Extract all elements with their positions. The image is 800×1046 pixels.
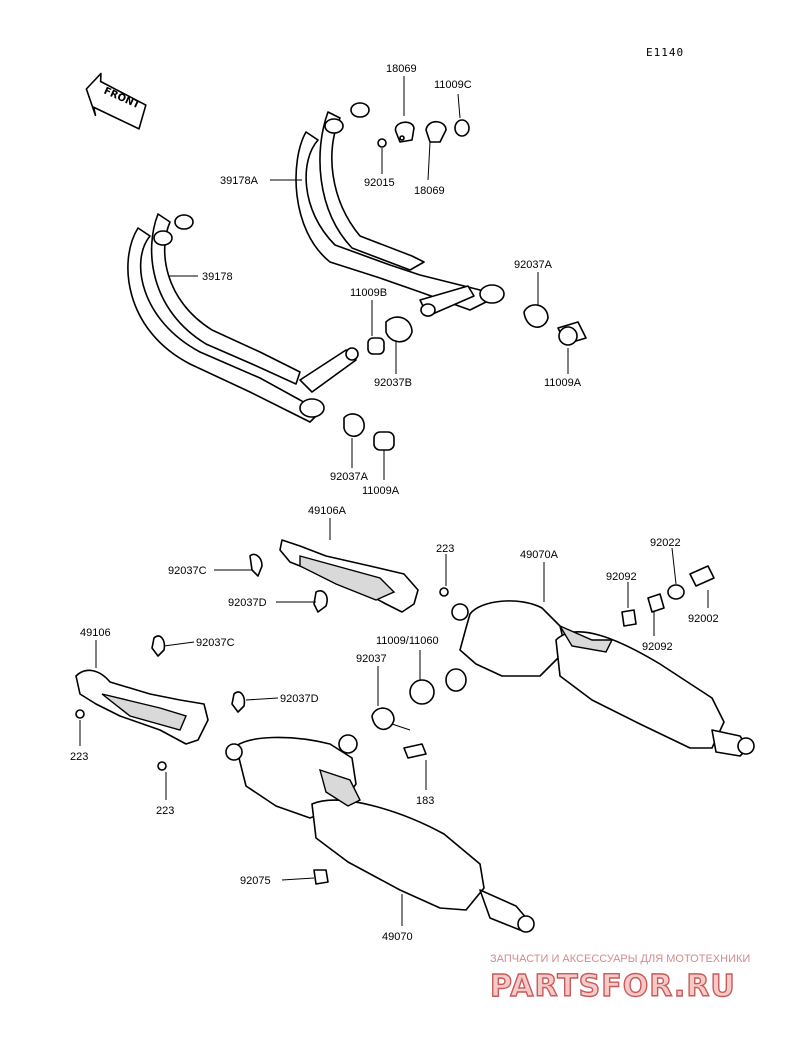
label-92037B: 92037B (374, 377, 412, 389)
clamp-18069-bottom (425, 120, 447, 143)
label-39178A: 39178A (220, 175, 259, 187)
nut-92075 (313, 869, 329, 885)
clip-92037D-bottom (231, 691, 246, 713)
gasket-11009A-left (373, 431, 395, 451)
label-11009A-right: 11009A (544, 377, 582, 389)
nut-92092-top (621, 609, 637, 627)
clamp-92037A-right (523, 304, 549, 328)
gasket-11009-11060 (409, 679, 435, 705)
label-92037A-right: 92037A (514, 259, 553, 271)
header-pipe-39178A (295, 102, 505, 317)
label-92075: 92075 (240, 875, 271, 887)
label-18069-top: 18069 (386, 63, 417, 75)
diagram-code: E1140 (646, 46, 684, 59)
label-92037: 92037 (356, 653, 387, 665)
washer-92022 (667, 584, 685, 600)
clamp-18069-top (394, 121, 415, 143)
label-11009-11060: 11009/11060 (376, 635, 439, 647)
label-39178: 39178 (202, 271, 233, 283)
label-11009A-left: 11009A (362, 485, 400, 497)
gasket-11009B (367, 337, 385, 355)
clip-92037C-bottom (151, 635, 166, 657)
bolt-223-left (75, 709, 85, 719)
nut-92092-bottom (647, 593, 665, 613)
label-223-left: 223 (70, 751, 88, 763)
bolt-92002 (689, 565, 715, 587)
bolt-223-bottom (157, 761, 167, 771)
label-92092-bottom: 92092 (642, 641, 673, 653)
bolt-223-top (439, 587, 449, 597)
clamp-92037A-left (343, 413, 365, 438)
label-49106A: 49106A (308, 505, 347, 517)
label-92037D-bottom: 92037D (280, 693, 319, 705)
watermark-tagline: ЗАПЧАСТИ И АКСЕССУАРЫ ДЛЯ МОТОТЕХНИКИ (490, 953, 750, 965)
bolt-183 (403, 743, 427, 759)
label-11009C: 11009C (434, 79, 472, 91)
label-92037C-bottom: 92037C (196, 637, 235, 649)
leader-lines (79, 76, 709, 926)
header-pipe-39178 (127, 213, 359, 423)
gasket-11009A-right (557, 321, 587, 346)
label-92037D-top: 92037D (228, 597, 267, 609)
clip-92037C-top (249, 553, 263, 577)
label-92037C-top: 92037C (168, 565, 207, 577)
label-92022: 92022 (650, 537, 681, 549)
clamp-92037 (371, 707, 411, 731)
label-92092-top: 92092 (606, 571, 637, 583)
gasket-11009C (454, 119, 470, 137)
label-18069-bottom: 18069 (414, 185, 445, 197)
label-49106: 49106 (80, 627, 111, 639)
clamp-92037B (385, 316, 413, 343)
muffler-49070 (225, 734, 535, 933)
watermark-brand: PARTSFOR.RU (490, 969, 736, 1004)
label-223-top: 223 (436, 543, 454, 555)
muffler-49070A (445, 600, 755, 757)
clip-92037D-top (313, 590, 328, 613)
heat-shield-49106 (75, 669, 209, 745)
label-183: 183 (416, 795, 434, 807)
label-92015: 92015 (364, 177, 395, 189)
nut-92015 (377, 138, 387, 148)
label-49070: 49070 (382, 931, 413, 943)
label-223-bottom: 223 (156, 805, 174, 817)
label-49070A: 49070A (520, 549, 559, 561)
front-arrow-icon: FRONT (85, 72, 147, 130)
label-92037A-left: 92037A (330, 471, 369, 483)
label-11009B: 11009B (350, 287, 387, 299)
heat-shield-49106A (279, 539, 419, 613)
label-92002: 92002 (688, 613, 719, 625)
